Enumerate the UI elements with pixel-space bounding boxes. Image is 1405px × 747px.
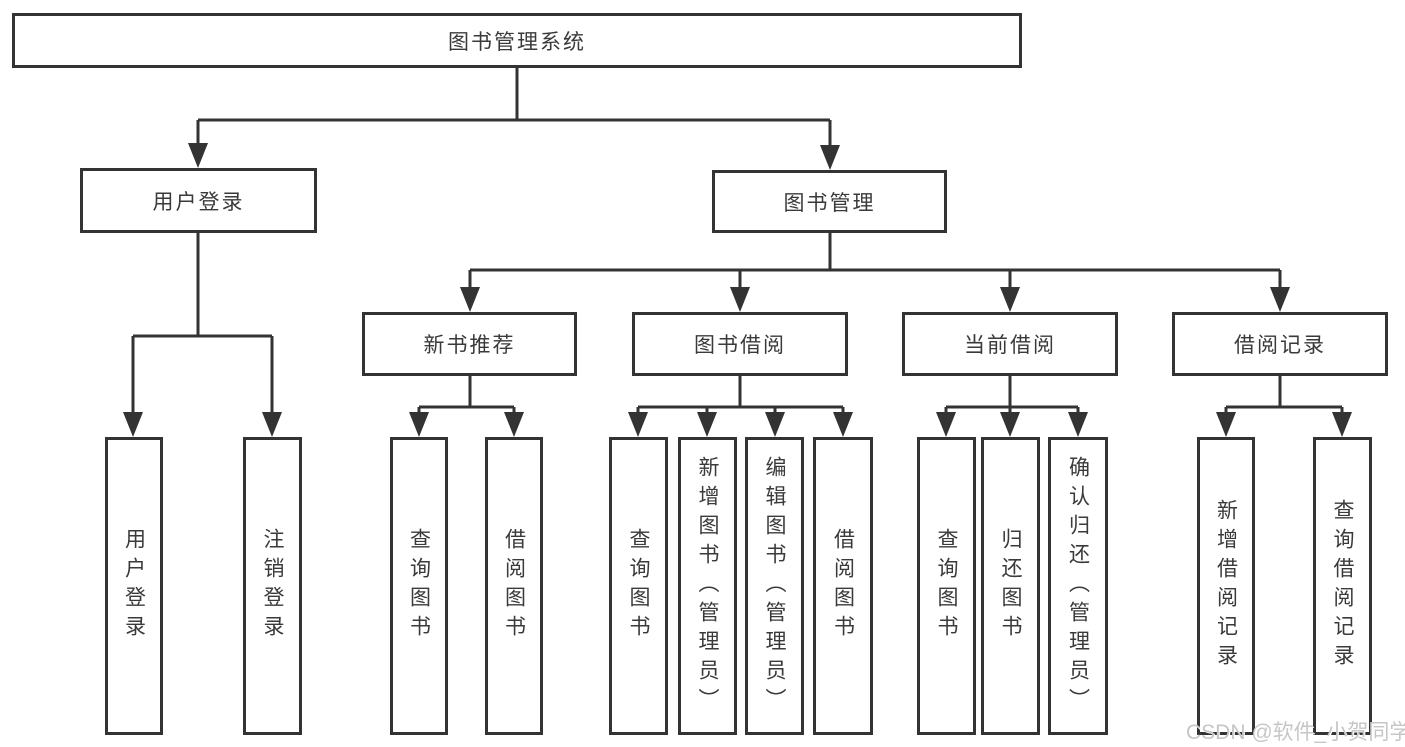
- node-leaf-logout: 注销登录: [243, 437, 302, 735]
- node-label: 用户登录: [152, 190, 245, 214]
- node-label: 归还图书: [999, 528, 1022, 644]
- node-leaf-borrow-books-2: 借阅图书: [813, 437, 873, 735]
- node-leaf-return-book: 归还图书: [981, 437, 1040, 735]
- node-label: 借阅图书: [831, 528, 855, 644]
- connector-book-borrowing: [628, 376, 853, 437]
- node-current-borrowing: 当前借阅: [902, 312, 1118, 376]
- arrowhead: [765, 412, 785, 437]
- node-library-system: 图书管理系统: [12, 13, 1022, 68]
- arrowhead: [1000, 287, 1020, 312]
- arrowhead: [730, 287, 750, 312]
- arrowhead: [1216, 412, 1236, 437]
- arrowhead: [1270, 287, 1290, 312]
- node-label: 借阅图书: [502, 528, 526, 644]
- arrowhead: [1332, 412, 1352, 437]
- arrowhead: [460, 287, 480, 312]
- node-leaf-query-borrow-record: 查询借阅记录: [1313, 437, 1372, 735]
- node-label: 查询借阅记录: [1331, 499, 1354, 673]
- node-leaf-borrow-books-1: 借阅图书: [485, 437, 543, 735]
- node-label: 注销登录: [261, 528, 284, 644]
- node-label: 图书管理: [783, 191, 876, 215]
- node-leaf-add-book-admin: 新增图书（管理员）: [678, 437, 737, 735]
- node-book-management: 图书管理: [712, 170, 947, 233]
- node-label: 当前借阅: [964, 334, 1056, 357]
- node-leaf-query-books-2: 查询图书: [609, 437, 668, 735]
- node-label: 编辑图书（管理员）: [763, 455, 786, 717]
- connector-root: [188, 68, 840, 170]
- connector-user-login: [123, 233, 282, 437]
- arrowhead: [188, 143, 208, 168]
- connector-new-book-recommend: [409, 376, 524, 437]
- node-leaf-user-login: 用户登录: [105, 437, 163, 735]
- arrowhead: [1000, 412, 1020, 437]
- node-user-login: 用户登录: [80, 168, 317, 233]
- connector-borrowing-records: [1216, 376, 1352, 437]
- node-leaf-edit-book-admin: 编辑图书（管理员）: [745, 437, 804, 735]
- arrowhead: [504, 412, 524, 437]
- node-label: 确认归还（管理员）: [1066, 455, 1090, 717]
- node-leaf-confirm-return-admin: 确认归还（管理员）: [1048, 437, 1108, 735]
- arrowhead: [697, 412, 717, 437]
- arrowhead: [833, 412, 853, 437]
- connector-book-management: [460, 233, 1290, 312]
- node-label: 查询图书: [407, 528, 431, 644]
- node-leaf-query-books-1: 查询图书: [390, 437, 448, 735]
- arrowhead: [123, 412, 143, 437]
- csdn-watermark: CSDN @软件_小贺同学: [1186, 721, 1405, 744]
- arrowhead: [1068, 412, 1088, 437]
- arrowhead: [936, 412, 956, 437]
- node-label: 图书借阅: [694, 334, 786, 357]
- node-leaf-query-books-3: 查询图书: [917, 437, 976, 735]
- node-label: 查询图书: [627, 528, 650, 644]
- node-label: 借阅记录: [1234, 334, 1326, 357]
- connector-current-borrowing: [936, 376, 1088, 437]
- node-new-book-recommend: 新书推荐: [362, 312, 577, 376]
- node-label: 用户登录: [122, 528, 146, 644]
- node-borrowing-records: 借阅记录: [1172, 312, 1388, 376]
- arrowhead: [409, 412, 429, 437]
- arrowhead: [262, 412, 282, 437]
- arrowhead: [820, 145, 840, 170]
- node-label: 新增图书（管理员）: [696, 455, 719, 717]
- node-label: 新书推荐: [423, 334, 516, 357]
- arrowhead: [628, 412, 648, 437]
- node-label: 查询图书: [935, 528, 958, 644]
- node-label: 图书管理系统: [448, 30, 586, 54]
- node-label: 新增借阅记录: [1214, 499, 1238, 673]
- node-book-borrowing: 图书借阅: [632, 312, 848, 376]
- node-leaf-add-borrow-record: 新增借阅记录: [1197, 437, 1255, 735]
